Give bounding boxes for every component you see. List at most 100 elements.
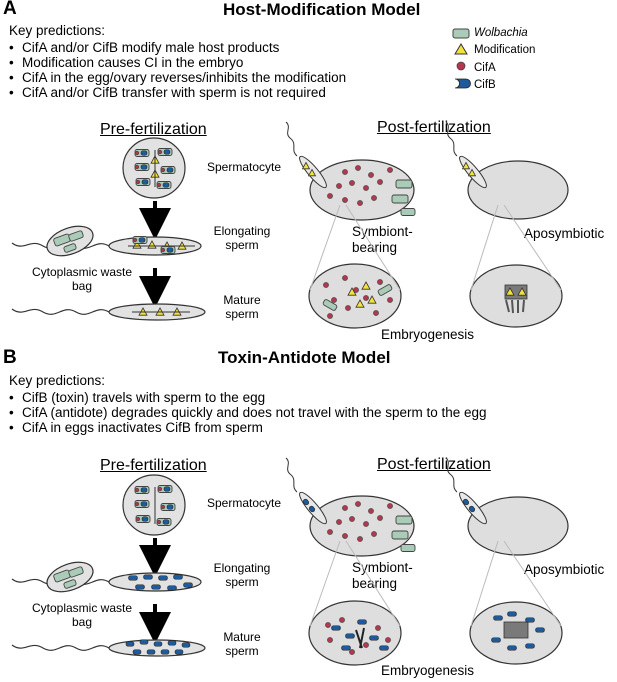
cifa-icon	[331, 297, 337, 303]
cifa-icon	[156, 182, 162, 188]
cifb-icon	[302, 498, 310, 506]
panel-b-letter: B	[3, 347, 17, 368]
cifa-icon	[387, 297, 393, 303]
cifa-icon	[357, 536, 363, 542]
legend-label-cifa: CifA	[474, 62, 496, 74]
panel-b-pre-heading: Pre-fertilization	[100, 457, 207, 474]
cifa-icon	[132, 237, 138, 243]
spermatocyte-cell	[122, 474, 186, 536]
wolbachia-icon	[68, 566, 84, 578]
label-line: Cytoplasmic waste	[31, 601, 133, 615]
cifa-icon	[323, 282, 329, 288]
zoom-guide-line	[503, 540, 562, 627]
panel-a-symbiont-label: Symbiont- bearing	[352, 224, 413, 256]
label-line: sperm	[225, 575, 259, 589]
modification-icon	[301, 161, 311, 170]
sperm-tail	[445, 121, 458, 157]
symbiont-embryo	[308, 263, 402, 329]
panel-b-waste-label: Cytoplasmic waste bag	[26, 601, 138, 629]
cifb-icon	[507, 645, 517, 651]
label-line: Elongating	[213, 561, 271, 575]
modification-icon	[347, 287, 357, 296]
panel-b-aposymbiotic-label: Aposymbiotic	[524, 562, 605, 577]
chromatin-line	[355, 627, 365, 649]
cifa-icon	[385, 637, 391, 643]
modification-icon	[467, 168, 477, 177]
cifb-icon	[139, 639, 149, 645]
cifa-icon	[371, 195, 377, 201]
cifb-icon	[507, 611, 517, 617]
cifa-icon	[377, 515, 383, 521]
cifa-icon	[355, 165, 361, 171]
cifa-icon	[377, 279, 383, 285]
panel-a-mature-label: Mature sperm	[217, 293, 267, 321]
cifb-icon	[153, 641, 163, 647]
cifa-icon	[160, 504, 166, 510]
wolbachia-icon	[63, 579, 77, 589]
cifa-icon	[336, 183, 342, 189]
cifb-icon	[167, 585, 177, 591]
sperm-tail	[11, 308, 110, 315]
panel-b-pre-fertilization-graphics	[11, 474, 206, 657]
label-line: sperm	[225, 238, 259, 252]
cifa-icon	[349, 180, 355, 186]
legend-label-modification: Modification	[474, 44, 536, 56]
wolbachia-icon	[391, 194, 409, 204]
cifa-icon	[387, 503, 393, 509]
chromatin-bridge	[505, 299, 525, 314]
cifb-icon	[160, 649, 170, 655]
prediction-item: CifA in the egg/ovary reverses/inhibits …	[7, 70, 346, 85]
cifa-icon	[134, 150, 140, 156]
cifb-icon	[357, 619, 367, 625]
cifb-icon	[166, 167, 174, 173]
cifa-icon	[134, 501, 140, 507]
chromatin-mass	[503, 621, 529, 639]
panel-a-aposymbiotic-label: Aposymbiotic	[524, 226, 605, 241]
panel-b-embryogenesis-label: Embryogenesis	[381, 663, 475, 678]
panel-a-prediction-list: CifA and/or CifB modify male host produc…	[7, 40, 346, 100]
cifa-icon	[134, 164, 140, 170]
label-line: bag	[71, 279, 93, 293]
cifb-icon	[345, 633, 355, 639]
cifb-icon	[140, 501, 148, 507]
cifa-icon	[342, 505, 348, 511]
cifa-icon	[342, 275, 348, 281]
aposymbiotic-egg	[467, 160, 569, 220]
symbiont-embryo	[308, 600, 402, 666]
legend-cifb-icon	[454, 78, 471, 89]
modification-icon	[361, 281, 371, 290]
prediction-item: CifA in eggs inactivates CifB from sperm	[7, 420, 487, 435]
cifb-icon	[166, 504, 174, 510]
cifb-icon	[143, 574, 153, 580]
wolbachia-icon	[400, 208, 416, 216]
label-line: Mature	[223, 630, 261, 644]
cifb-icon	[167, 640, 177, 646]
cifa-icon	[160, 167, 166, 173]
panel-a-key-heading: Key predictions:	[9, 23, 106, 38]
modification-icon	[367, 295, 377, 304]
prediction-item: Modification causes CI in the embryo	[7, 55, 346, 70]
cifb-icon	[138, 237, 146, 243]
prediction-item: CifA (antidote) degrades quickly and doe…	[7, 405, 487, 420]
cifa-icon	[160, 247, 166, 253]
cifb-icon	[535, 627, 545, 633]
wolbachia-icon	[395, 179, 413, 189]
cifb-icon	[162, 182, 170, 188]
label-line: Mature	[223, 293, 261, 307]
cifa-icon	[373, 310, 379, 316]
cifa-icon	[157, 149, 163, 155]
panel-b-symbiont-label: Symbiont- bearing	[352, 560, 413, 592]
cifa-icon	[157, 486, 163, 492]
zoom-guide-line	[309, 204, 341, 291]
cifb-icon	[308, 505, 316, 513]
label-line: bearing	[352, 576, 398, 591]
modification-icon	[461, 161, 471, 170]
label-line: bag	[71, 615, 93, 629]
wolbachia-icon	[391, 530, 409, 540]
cifa-icon	[345, 305, 351, 311]
panel-a-pre-heading: Pre-fertilization	[100, 121, 207, 138]
cifb-icon	[525, 617, 535, 623]
legend-label-wolbachia: Wolbachia	[474, 27, 528, 39]
sperm-tail	[11, 644, 110, 651]
sperm-tail	[285, 121, 298, 157]
